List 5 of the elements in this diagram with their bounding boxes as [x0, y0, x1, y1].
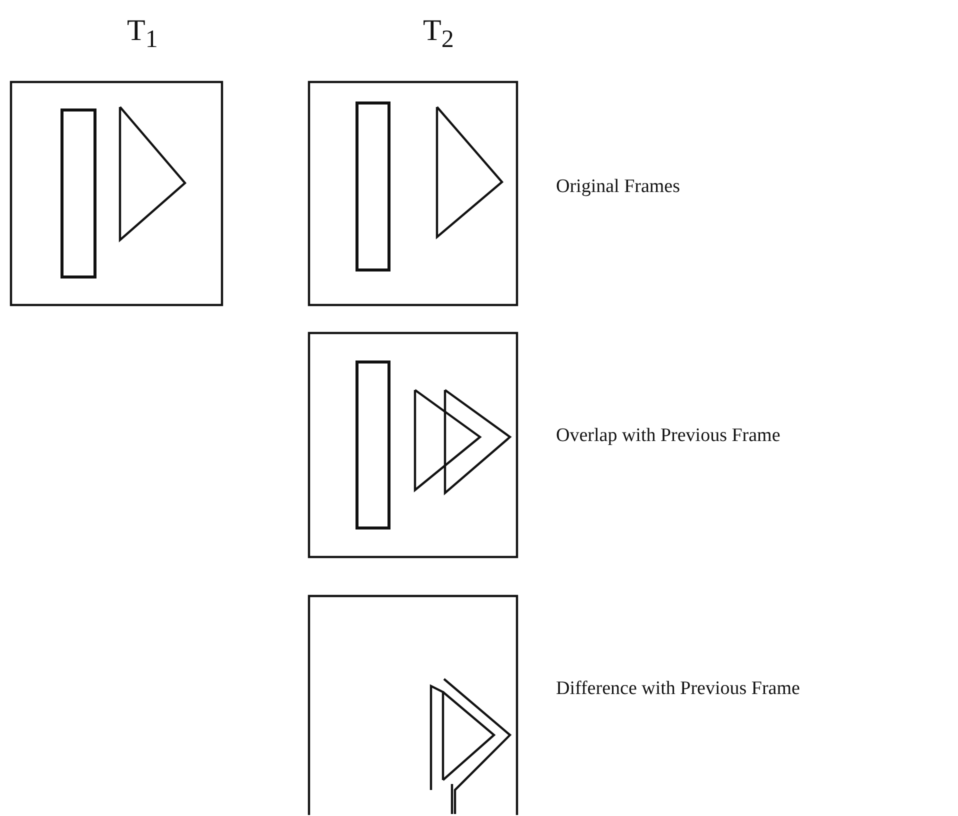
- row-label: Overlap with Previous Frame: [556, 425, 780, 447]
- time-label: T$_{2}$: [423, 14, 454, 54]
- time-label: T$_{1}$: [127, 14, 158, 54]
- row-label: Original Frames: [556, 176, 680, 198]
- row-label: Difference with Previous Frame: [556, 678, 800, 700]
